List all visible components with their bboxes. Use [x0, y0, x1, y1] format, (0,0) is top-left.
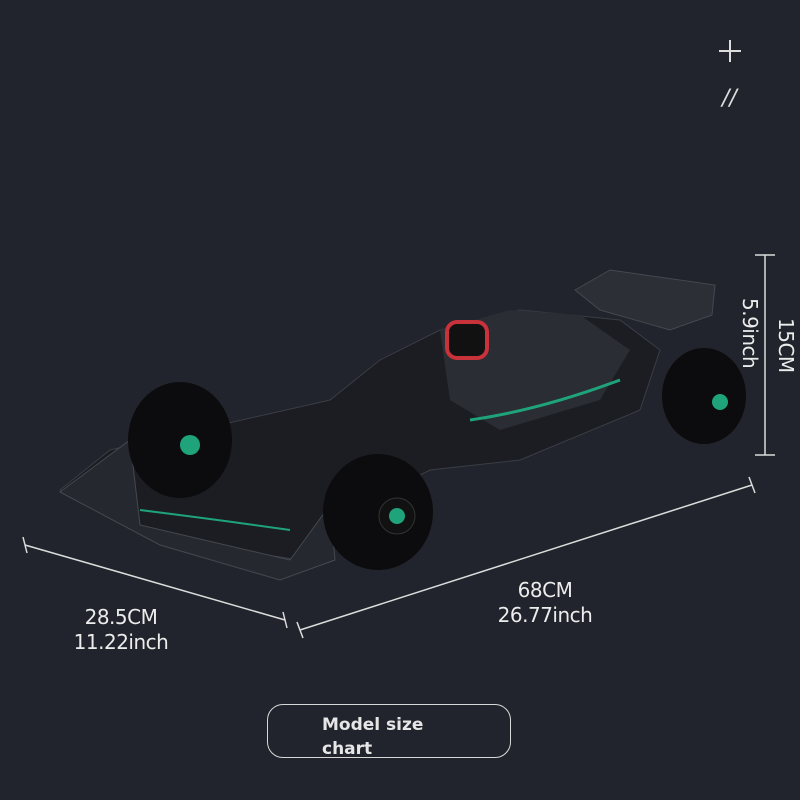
rear-wing	[574, 269, 716, 331]
model-size-chart-button[interactable]: Model size chart	[267, 704, 511, 759]
width-label: 28.5CM 11.22inch	[66, 605, 176, 655]
double-slash-icon: //	[722, 86, 737, 111]
width-line	[24, 544, 286, 621]
dimension-lines	[22, 254, 775, 639]
front-right-wheel	[323, 454, 433, 570]
button-line1: Model size	[322, 715, 424, 735]
length-cm: 68CM	[517, 578, 573, 602]
length-line	[299, 484, 753, 631]
height-inch: 5.9inch	[738, 298, 762, 369]
air-intake	[445, 320, 489, 360]
width-cm: 28.5CM	[84, 605, 158, 629]
length-inch: 26.77inch	[497, 603, 593, 627]
button-line2: chart	[322, 739, 373, 759]
width-inch: 11.22inch	[73, 630, 169, 654]
length-label: 68CM 26.77inch	[490, 578, 600, 628]
height-cm: 15CM	[774, 318, 798, 373]
plus-icon	[719, 40, 741, 62]
front-left-wheel	[128, 382, 232, 498]
rear-right-wheel	[662, 348, 746, 444]
